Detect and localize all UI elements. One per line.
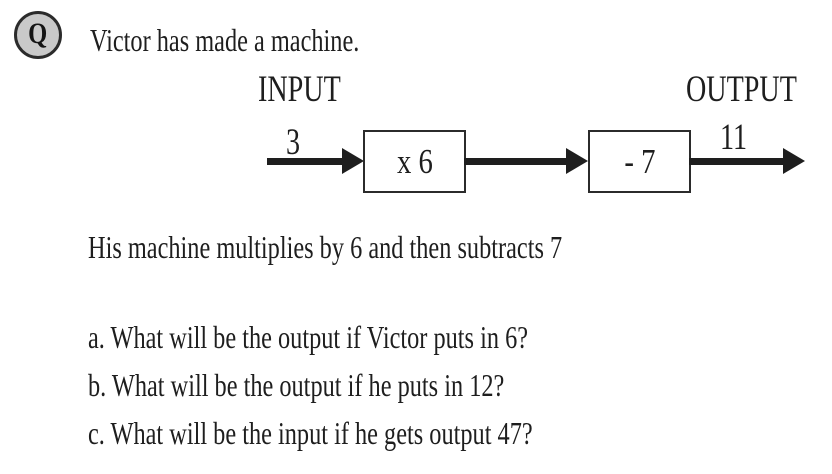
output-arrow-shaft bbox=[689, 158, 785, 165]
input-value: 3 bbox=[286, 122, 301, 163]
question-part-a: a. What will be the output if Victor put… bbox=[88, 319, 529, 355]
operation-box-multiply: x 6 bbox=[363, 130, 466, 193]
question-part-c-line: c. What will be the input if he gets out… bbox=[88, 415, 673, 452]
input-arrow-head-icon bbox=[342, 148, 364, 174]
output-label: OUTPUT bbox=[686, 69, 797, 110]
question-badge-label: Q bbox=[28, 16, 48, 50]
operation-subtract-label: - 7 bbox=[623, 142, 656, 181]
question-title: Victor has made a machine. bbox=[90, 22, 360, 58]
question-title-line: Victor has made a machine. bbox=[90, 22, 444, 59]
question-badge-icon: Q bbox=[14, 11, 62, 59]
middle-arrow-shaft bbox=[464, 158, 568, 165]
machine-description-line: His machine multiplies by 6 and then sub… bbox=[88, 229, 712, 266]
input-arrow-shaft bbox=[267, 158, 344, 165]
middle-arrow-head-icon bbox=[566, 148, 588, 174]
question-part-b-line: b. What will be the output if he puts in… bbox=[88, 367, 636, 404]
operation-box-subtract: - 7 bbox=[588, 130, 691, 193]
output-arrow-head-icon bbox=[783, 148, 805, 174]
output-value: 11 bbox=[720, 117, 748, 158]
operation-multiply-label: x 6 bbox=[396, 142, 433, 181]
question-part-c: c. What will be the input if he gets out… bbox=[88, 415, 533, 451]
question-part-a-line: a. What will be the output if Victor put… bbox=[88, 319, 667, 356]
input-label: INPUT bbox=[258, 69, 341, 110]
machine-description: His machine multiplies by 6 and then sub… bbox=[88, 229, 563, 265]
question-part-b: b. What will be the output if he puts in… bbox=[88, 367, 505, 403]
